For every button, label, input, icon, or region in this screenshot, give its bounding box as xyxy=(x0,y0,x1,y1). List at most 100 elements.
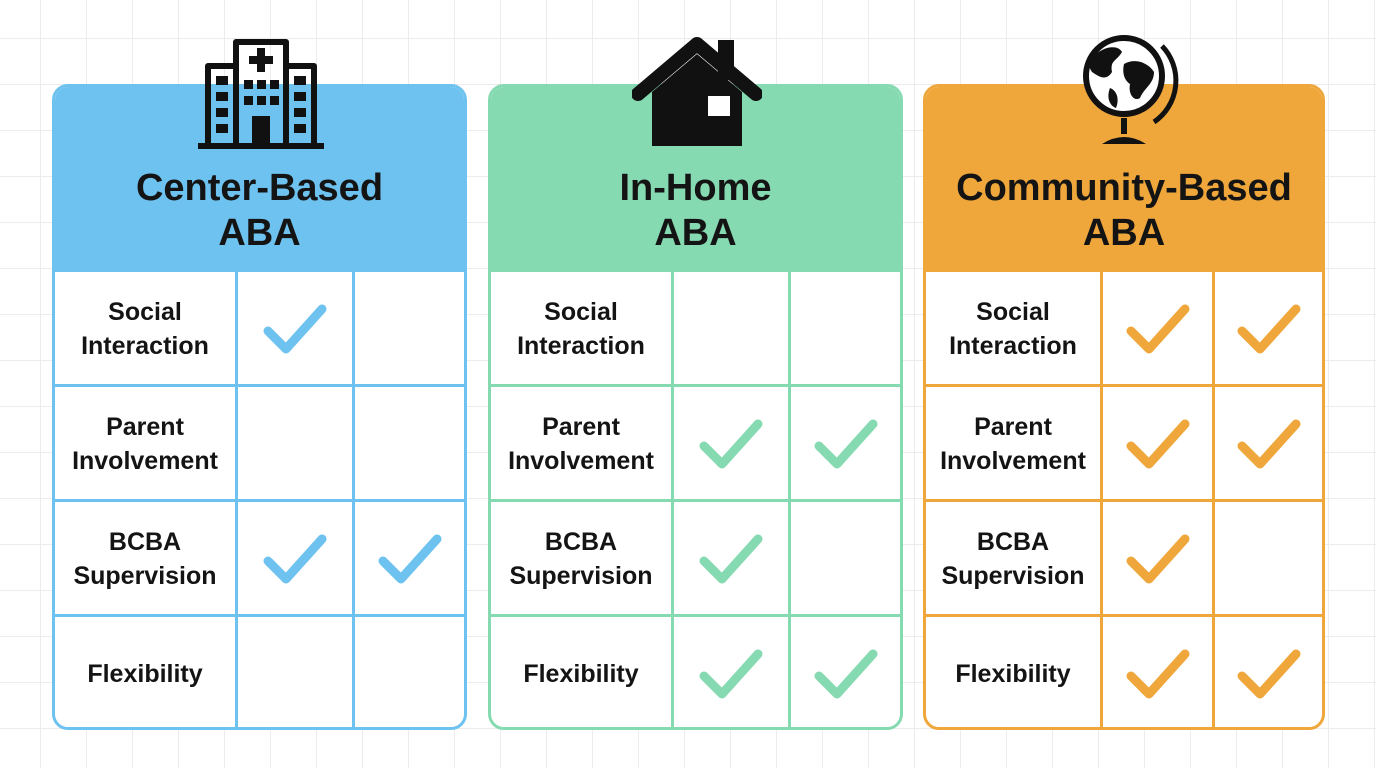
feature-label-line2: Interaction xyxy=(949,332,1077,360)
table-row: Flexibility xyxy=(926,617,1322,727)
feature-label: Flexibility xyxy=(55,617,235,727)
grid-divider xyxy=(491,499,900,502)
check-cell xyxy=(1215,272,1322,386)
hospital-building-icon xyxy=(198,39,324,149)
feature-label-line2: Involvement xyxy=(508,447,654,475)
feature-label-line1: BCBA xyxy=(976,528,1050,556)
feature-label: Flexibility xyxy=(491,617,671,727)
feature-label-line2: Supervision xyxy=(509,562,653,590)
card-title-line1: Community-Based xyxy=(956,167,1292,209)
feature-label-line1: Social xyxy=(544,298,618,326)
grid-divider xyxy=(491,384,900,387)
card-title: Center-Based ABA xyxy=(55,166,464,256)
feature-label-line1: BCBA xyxy=(544,528,618,556)
check-cell xyxy=(355,502,464,616)
card-title-line1: Center-Based xyxy=(135,167,384,209)
check-cell xyxy=(674,502,788,616)
grid-divider xyxy=(926,499,1322,502)
feature-label-line1: BCBA xyxy=(108,528,182,556)
grid-divider xyxy=(55,614,464,617)
card-title-line2: ABA xyxy=(654,212,737,254)
check-cell xyxy=(355,617,464,727)
globe-icon xyxy=(1083,35,1179,144)
table-row: Flexibility xyxy=(55,617,464,727)
check-cell xyxy=(1103,272,1212,386)
checkmark-icon xyxy=(263,534,327,584)
check-cell xyxy=(791,617,900,727)
checkmark-icon xyxy=(1126,419,1189,469)
check-cell xyxy=(1103,502,1212,616)
check-cell xyxy=(238,502,352,616)
card-title: Community-Based ABA xyxy=(926,166,1322,256)
check-cell xyxy=(1103,387,1212,501)
table-row: Flexibility xyxy=(491,617,900,727)
card-header: Community-Based ABA xyxy=(926,87,1322,272)
grid-divider xyxy=(55,384,464,387)
check-cell xyxy=(238,272,352,386)
grid-divider xyxy=(491,614,900,617)
check-cell xyxy=(674,272,788,386)
table-row: BCBA Supervision xyxy=(491,502,900,616)
grid-divider xyxy=(926,384,1322,387)
grid-divider xyxy=(55,499,464,502)
check-cell xyxy=(1103,617,1212,727)
feature-label-line1: Parent xyxy=(542,413,620,441)
check-cell xyxy=(674,617,788,727)
feature-label-line1: Social xyxy=(108,298,182,326)
check-cell xyxy=(1215,617,1322,727)
table-row: BCBA Supervision xyxy=(55,502,464,616)
checkmark-icon xyxy=(1126,304,1189,354)
feature-label: BCBA Supervision xyxy=(55,502,235,616)
checkmark-icon xyxy=(263,304,327,354)
house-icon xyxy=(632,37,762,146)
check-cell xyxy=(238,617,352,727)
feature-label-line2: Interaction xyxy=(517,332,645,360)
card-title-line1: In-Home xyxy=(619,167,772,209)
checkmark-icon xyxy=(699,419,763,469)
check-cell xyxy=(791,272,900,386)
check-cell xyxy=(355,272,464,386)
feature-label-line1: Flexibility xyxy=(955,660,1071,688)
grid-divider xyxy=(926,614,1322,617)
check-cell xyxy=(355,387,464,501)
check-cell xyxy=(1215,387,1322,501)
feature-label-line2: Involvement xyxy=(72,447,218,475)
card-title-line2: ABA xyxy=(1082,212,1166,254)
check-cell xyxy=(791,387,900,501)
checkmark-icon xyxy=(378,534,441,584)
feature-label-line1: Social xyxy=(976,298,1050,326)
feature-label-line1: Flexibility xyxy=(523,660,639,688)
feature-label: Flexibility xyxy=(926,617,1100,727)
checkmark-icon xyxy=(1237,419,1300,469)
checkmark-icon xyxy=(1237,304,1300,354)
feature-label-line2: Supervision xyxy=(73,562,217,590)
feature-label-line2: Interaction xyxy=(81,332,209,360)
checkmark-icon xyxy=(699,649,763,699)
checkmark-icon xyxy=(699,534,763,584)
feature-label-line1: Parent xyxy=(974,413,1052,441)
checkmark-icon xyxy=(814,419,877,469)
feature-label-line1: Parent xyxy=(106,413,184,441)
check-cell xyxy=(238,387,352,501)
feature-label: BCBA Supervision xyxy=(491,502,671,616)
card-title-line2: ABA xyxy=(218,212,301,254)
feature-label-line2: Involvement xyxy=(940,447,1086,475)
